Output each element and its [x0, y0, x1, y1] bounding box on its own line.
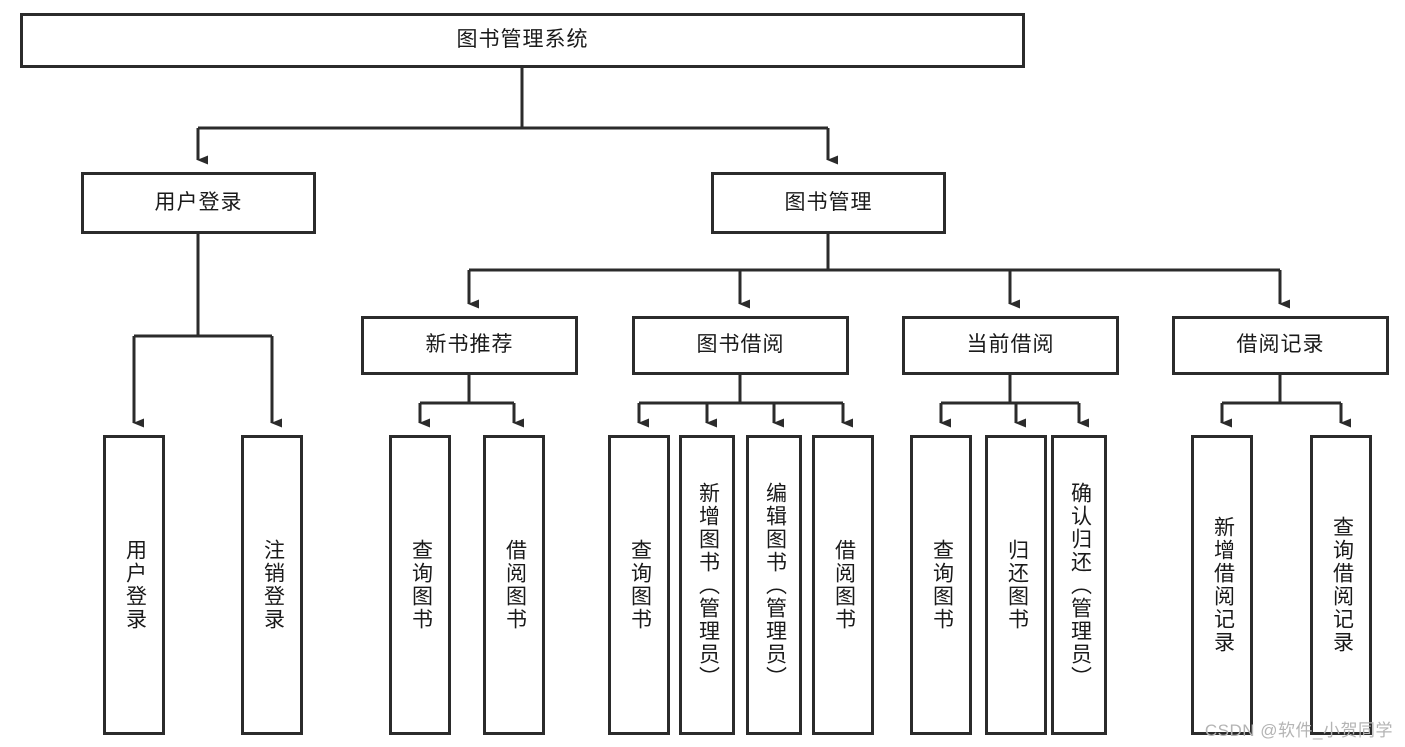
- leaf-add-book-admin[interactable]: 新增图书（管理员）: [679, 435, 735, 735]
- node-new-book-recommend-label: 新书推荐: [425, 333, 514, 357]
- node-root[interactable]: 图书管理系统: [20, 13, 1025, 68]
- node-user-login[interactable]: 用户登录: [81, 172, 316, 234]
- leaf-user-logout-label: 注销登录: [261, 539, 285, 631]
- node-new-book-recommend[interactable]: 新书推荐: [361, 316, 578, 375]
- leaf-borrow-book[interactable]: 借阅图书: [812, 435, 874, 735]
- leaf-recommend-query-book[interactable]: 查询图书: [389, 435, 451, 735]
- node-book-management-label: 图书管理: [784, 190, 873, 214]
- node-current-borrow-label: 当前借阅: [966, 333, 1055, 357]
- node-borrow-record[interactable]: 借阅记录: [1172, 316, 1389, 375]
- node-book-borrow-label: 图书借阅: [696, 333, 785, 357]
- leaf-query-borrow-record-label: 查询借阅记录: [1330, 516, 1354, 654]
- leaf-edit-book-admin[interactable]: 编辑图书（管理员）: [746, 435, 802, 735]
- node-book-management[interactable]: 图书管理: [711, 172, 946, 234]
- node-current-borrow[interactable]: 当前借阅: [902, 316, 1119, 375]
- leaf-borrow-query-book-label: 查询图书: [628, 539, 652, 631]
- leaf-add-borrow-record[interactable]: 新增借阅记录: [1191, 435, 1253, 735]
- leaf-recommend-query-book-label: 查询图书: [409, 539, 433, 631]
- leaf-edit-book-admin-label: 编辑图书（管理员）: [763, 481, 787, 689]
- node-book-borrow[interactable]: 图书借阅: [632, 316, 849, 375]
- node-root-label: 图书管理系统: [456, 28, 589, 52]
- leaf-current-query-book-label: 查询图书: [930, 539, 954, 631]
- leaf-return-book-label: 归还图书: [1005, 539, 1029, 631]
- leaf-recommend-borrow-book[interactable]: 借阅图书: [483, 435, 545, 735]
- leaf-confirm-return-admin[interactable]: 确认归还（管理员）: [1051, 435, 1107, 735]
- leaf-return-book[interactable]: 归还图书: [985, 435, 1047, 735]
- leaf-borrow-book-label: 借阅图书: [832, 539, 856, 631]
- leaf-user-login-label: 用户登录: [123, 539, 147, 631]
- node-borrow-record-label: 借阅记录: [1236, 333, 1325, 357]
- leaf-query-borrow-record[interactable]: 查询借阅记录: [1310, 435, 1372, 735]
- leaf-current-query-book[interactable]: 查询图书: [910, 435, 972, 735]
- leaf-add-borrow-record-label: 新增借阅记录: [1211, 516, 1235, 654]
- leaf-recommend-borrow-book-label: 借阅图书: [503, 539, 527, 631]
- leaf-confirm-return-admin-label: 确认归还（管理员）: [1068, 481, 1092, 689]
- csdn-watermark: CSDN @软件_小贺同学: [1204, 721, 1393, 740]
- leaf-user-login[interactable]: 用户登录: [103, 435, 165, 735]
- leaf-add-book-admin-label: 新增图书（管理员）: [696, 481, 720, 689]
- node-user-login-label: 用户登录: [154, 190, 243, 214]
- leaf-borrow-query-book[interactable]: 查询图书: [608, 435, 670, 735]
- leaf-user-logout[interactable]: 注销登录: [241, 435, 303, 735]
